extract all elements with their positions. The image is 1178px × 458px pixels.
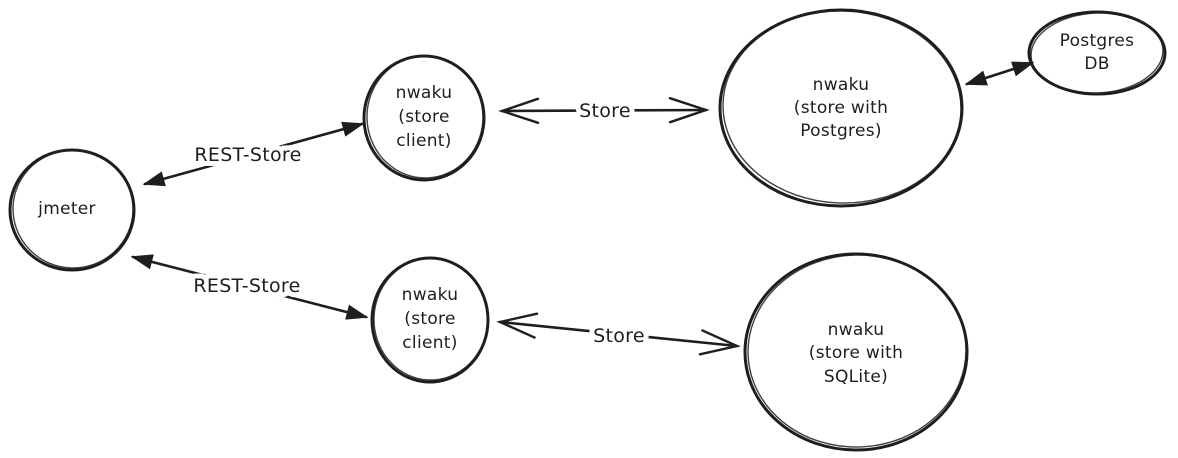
store-sqlite-label-line3: SQLite) bbox=[824, 367, 888, 387]
store-postgres-label-line2: (store with bbox=[794, 98, 888, 118]
store-postgres-label-line1: nwaku bbox=[813, 75, 870, 95]
edge-store-top-line bbox=[498, 96, 710, 125]
postgres-db-ellipse bbox=[1027, 10, 1167, 96]
edge-rest-store-bottom: REST-Store bbox=[130, 254, 369, 320]
edge-postgres-link-line bbox=[964, 61, 1035, 86]
store-postgres-circle bbox=[718, 8, 964, 208]
store-client-bottom-label-line1: nwaku bbox=[402, 285, 459, 305]
edge-rest-store-bottom-label: REST-Store bbox=[193, 275, 300, 297]
edge-store-top: Store bbox=[498, 95, 710, 127]
edge-store-bottom-line bbox=[496, 312, 741, 356]
store-sqlite-label-line2: (store with bbox=[809, 343, 903, 363]
edge-rest-store-top-label: REST-Store bbox=[194, 144, 301, 166]
edge-store-bottom-label: Store bbox=[593, 325, 645, 347]
node-store-client-top: nwaku (store client) bbox=[362, 54, 486, 182]
edge-rest-store-top-line bbox=[142, 121, 365, 187]
store-client-bottom-circle-sketch-stroke bbox=[373, 257, 489, 381]
node-store-sqlite: nwaku (store with SQLite) bbox=[743, 252, 969, 452]
store-client-top-circle-sketch-stroke bbox=[366, 55, 484, 179]
jmeter-circle-sketch-stroke bbox=[12, 149, 134, 269]
store-sqlite-label-line1: nwaku bbox=[828, 320, 885, 340]
node-store-client-bottom: nwaku (store client) bbox=[370, 256, 490, 384]
jmeter-label: jmeter bbox=[37, 199, 96, 219]
postgres-db-label-line2: DB bbox=[1084, 54, 1109, 74]
store-client-top-label-line1: nwaku bbox=[396, 83, 453, 103]
store-sqlite-circle bbox=[743, 252, 969, 452]
edge-store-top-label: Store bbox=[579, 100, 631, 122]
edge-postgres-link bbox=[964, 61, 1035, 86]
store-sqlite-circle-sketch-stroke bbox=[747, 254, 967, 448]
store-client-bottom-label-line3: client) bbox=[402, 333, 457, 353]
node-store-postgres: nwaku (store with Postgres) bbox=[718, 8, 964, 208]
store-postgres-circle-sketch-stroke bbox=[722, 10, 962, 204]
store-client-top-label-line3: client) bbox=[396, 131, 451, 151]
edge-rest-store-top: REST-Store bbox=[142, 121, 365, 187]
postgres-db-ellipse-sketch-stroke bbox=[1030, 12, 1164, 94]
edge-rest-store-bottom-line bbox=[130, 254, 369, 320]
edge-store-bottom: Store bbox=[496, 312, 741, 356]
store-postgres-label-line3: Postgres) bbox=[800, 121, 882, 141]
postgres-db-label-line1: Postgres bbox=[1060, 31, 1135, 51]
store-client-bottom-label-line2: (store bbox=[404, 309, 455, 329]
node-jmeter: jmeter bbox=[8, 148, 136, 272]
store-client-top-label-line2: (store bbox=[398, 107, 449, 127]
node-postgres-db: Postgres DB bbox=[1027, 10, 1167, 96]
